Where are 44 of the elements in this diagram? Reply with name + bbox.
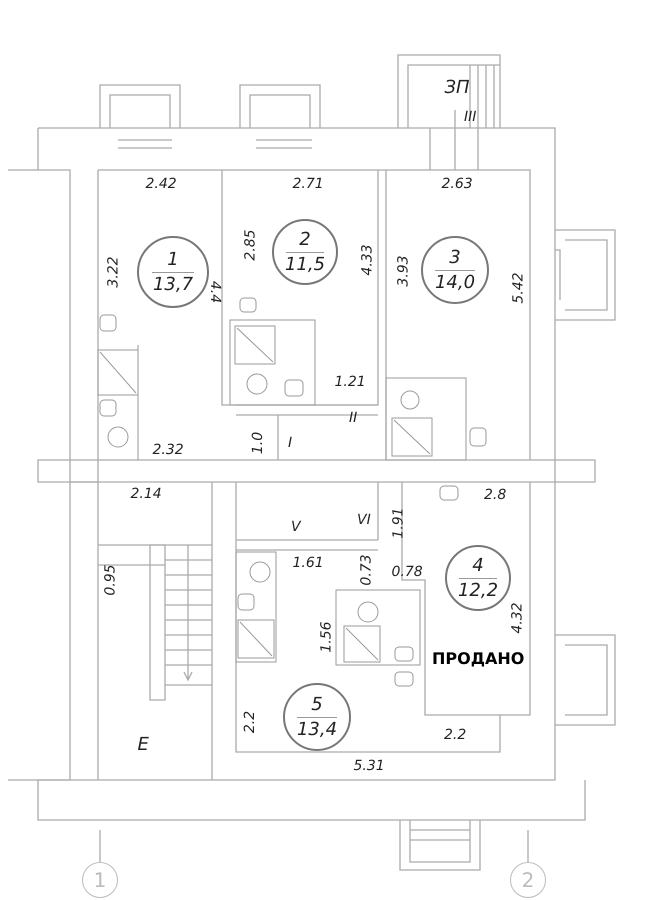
dimension-label: 1.91	[391, 507, 406, 539]
dimension-label: 1.0	[251, 432, 266, 454]
dimension-label: 0.95	[103, 564, 118, 596]
dimension-label: 3.93	[396, 255, 410, 287]
room-area: 13,4	[296, 720, 338, 740]
dimension-label: 2.2	[444, 728, 466, 742]
dimension-label: 1.21	[334, 375, 366, 389]
dimension-label: 0.78	[392, 565, 423, 579]
room-code: III	[464, 110, 476, 124]
dimension-label: 1.61	[292, 556, 324, 570]
dimension-label: 2.2	[243, 710, 258, 734]
room-code: II	[349, 411, 358, 425]
room-area: 13,7	[152, 274, 194, 294]
room-number: 4	[472, 556, 484, 576]
dimension-label: 0.73	[359, 554, 374, 586]
dimension-label: 2.85	[243, 229, 258, 261]
dimension-label: 1.56	[319, 621, 334, 653]
dimension-label: 2.63	[442, 177, 473, 191]
dimension-label: 2.8	[484, 488, 506, 502]
room-code: I	[288, 436, 292, 450]
dimension-label: 2.32	[152, 443, 184, 457]
room-area: 12,2	[458, 580, 498, 600]
room-code: V	[291, 520, 301, 534]
room-code: E	[138, 736, 149, 754]
status-label: ПРОДАНО	[432, 651, 524, 667]
dimension-label: 4.33	[360, 244, 374, 276]
room-number: 1	[167, 250, 179, 270]
room-code: VI	[357, 513, 371, 527]
room-area: 14,0	[434, 272, 476, 292]
grid-axis-marker: 2	[510, 862, 546, 898]
dimension-label: 4.32	[510, 602, 524, 634]
dimension-label: 2.71	[292, 177, 324, 191]
room-area: 11,5	[284, 254, 326, 274]
grid-axis-marker: 1	[82, 862, 118, 898]
room-number: 3	[449, 248, 461, 268]
room-code: ЗП	[444, 79, 470, 97]
room-number: 2	[299, 230, 311, 250]
dimension-label: 5.42	[511, 272, 526, 304]
room-number: 5	[311, 694, 323, 714]
dimension-label: 2.42	[146, 177, 177, 191]
dimension-label: 3.22	[106, 256, 120, 288]
dimension-label: 4.4	[208, 280, 222, 304]
dimension-label: 2.14	[130, 487, 162, 501]
dimension-label: 5.31	[354, 759, 385, 773]
